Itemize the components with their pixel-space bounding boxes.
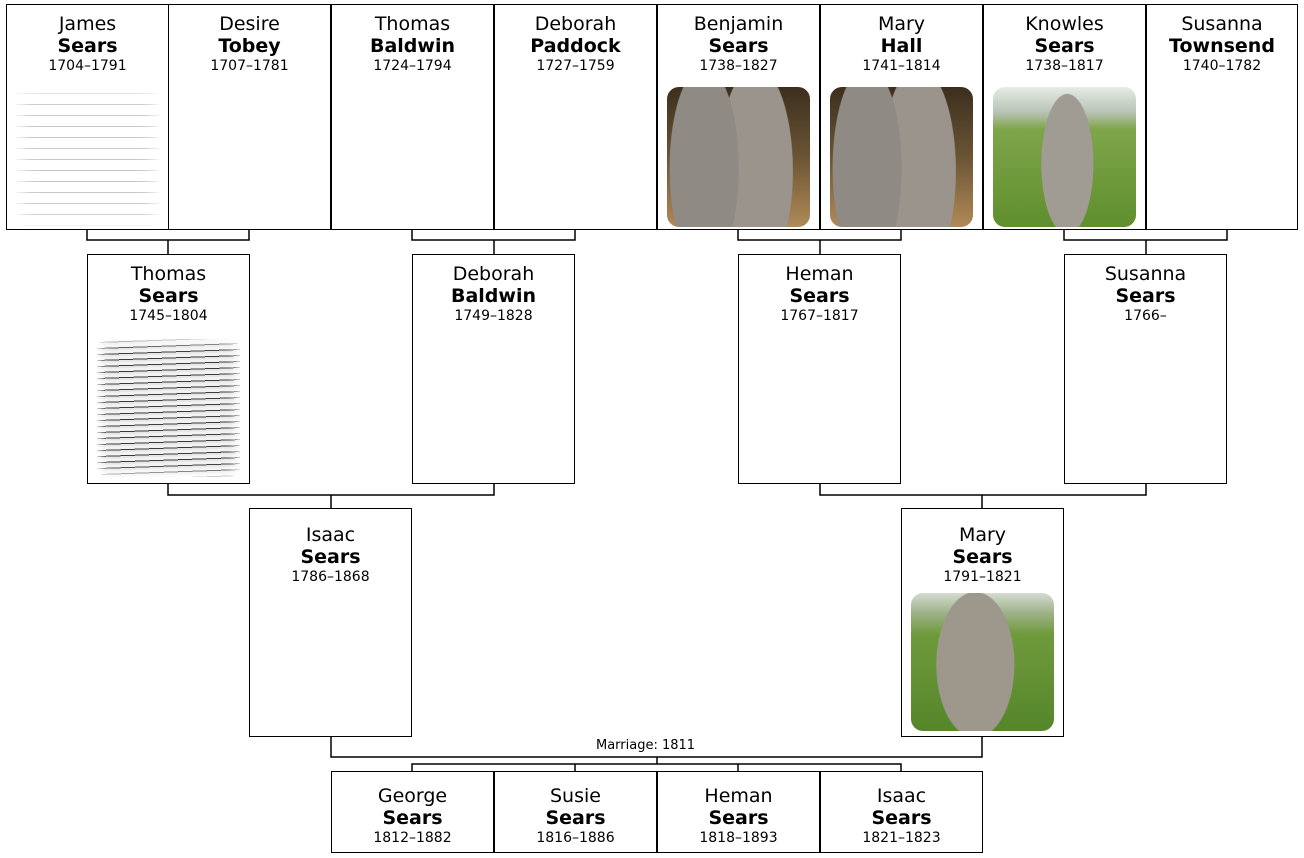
- first-name: Isaac: [305, 524, 356, 546]
- last-name: Sears: [952, 546, 1013, 568]
- last-name: Sears: [57, 35, 118, 57]
- person-card-isaac-sears[interactable]: Isaac Sears 1786–1868: [249, 508, 412, 737]
- life-dates: 1724–1794: [373, 58, 452, 74]
- first-name: Deborah: [534, 13, 617, 35]
- last-name: Tobey: [218, 35, 281, 57]
- first-name: Mary: [958, 524, 1007, 546]
- life-dates: 1791–1821: [943, 569, 1022, 585]
- last-name: Sears: [382, 807, 443, 829]
- last-name: Sears: [1034, 35, 1095, 57]
- last-name: Sears: [708, 807, 769, 829]
- person-card-deborah-paddock[interactable]: Deborah Paddock 1727–1759: [494, 4, 657, 230]
- life-dates: 1749–1828: [454, 308, 533, 324]
- life-dates: 1745–1804: [129, 308, 208, 324]
- first-name: Knowles: [1025, 13, 1104, 35]
- gravestone-photo[interactable]: [830, 87, 973, 227]
- first-name: Benjamin: [693, 13, 784, 35]
- person-card-deborah-baldwin[interactable]: Deborah Baldwin 1749–1828: [412, 254, 575, 484]
- first-name: Deborah: [452, 263, 535, 285]
- handwritten-record-photo[interactable]: [97, 339, 240, 477]
- last-name: Sears: [789, 285, 850, 307]
- life-dates: 1727–1759: [536, 58, 615, 74]
- life-dates: 1821–1823: [862, 830, 941, 846]
- life-dates: 1738–1817: [1025, 58, 1104, 74]
- life-dates: 1740–1782: [1182, 58, 1262, 74]
- last-name: Baldwin: [369, 35, 455, 57]
- last-name: Sears: [300, 546, 361, 568]
- first-name: Susanna: [1104, 263, 1187, 285]
- life-dates: 1707–1781: [210, 58, 289, 74]
- first-name: Susanna: [1181, 13, 1263, 35]
- first-name: James: [58, 13, 117, 35]
- person-card-benjamin-sears[interactable]: Benjamin Sears 1738–1827: [657, 4, 820, 230]
- first-name: Susie: [550, 785, 601, 807]
- last-name: Baldwin: [450, 285, 536, 307]
- first-name: Desire: [219, 13, 280, 35]
- last-name: Townsend: [1169, 35, 1275, 57]
- person-card-susie-sears[interactable]: Susie Sears 1816–1886: [494, 771, 657, 853]
- life-dates: 1812–1882: [373, 830, 452, 846]
- last-name: Hall: [880, 35, 923, 57]
- last-name: Sears: [138, 285, 199, 307]
- life-dates: 1767–1817: [780, 308, 859, 324]
- first-name: Thomas: [130, 263, 207, 285]
- person-card-knowles-sears[interactable]: Knowles Sears 1738–1817: [983, 4, 1146, 230]
- person-card-george-sears[interactable]: George Sears 1812–1882: [331, 771, 494, 853]
- document-photo[interactable]: [16, 87, 159, 227]
- person-card-thomas-baldwin[interactable]: Thomas Baldwin 1724–1794: [331, 4, 494, 230]
- person-card-james-sears[interactable]: James Sears 1704–1791: [6, 4, 169, 230]
- gravestone-photo[interactable]: [993, 87, 1136, 227]
- life-dates: 1818–1893: [699, 830, 778, 846]
- last-name: Sears: [708, 35, 769, 57]
- last-name: Sears: [1115, 285, 1176, 307]
- person-card-susanna-townsend[interactable]: Susanna Townsend 1740–1782: [1146, 4, 1298, 230]
- person-card-desire-tobey[interactable]: Desire Tobey 1707–1781: [168, 4, 331, 230]
- life-dates: 1704–1791: [48, 58, 127, 74]
- person-card-thomas-sears[interactable]: Thomas Sears 1745–1804: [87, 254, 250, 484]
- first-name: Thomas: [374, 13, 451, 35]
- first-name: George: [377, 785, 448, 807]
- person-card-isaac-sears-child[interactable]: Isaac Sears 1821–1823: [820, 771, 983, 853]
- life-dates: 1738–1827: [699, 58, 778, 74]
- life-dates: 1816–1886: [536, 830, 615, 846]
- marriage-label: Marriage: 1811: [595, 738, 697, 753]
- first-name: Heman: [785, 263, 854, 285]
- person-card-mary-sears[interactable]: Mary Sears 1791–1821: [901, 508, 1064, 737]
- person-card-heman-sears-child[interactable]: Heman Sears 1818–1893: [657, 771, 820, 853]
- gravestone-photo[interactable]: [667, 87, 810, 227]
- person-card-susanna-sears[interactable]: Susanna Sears 1766–: [1064, 254, 1227, 484]
- last-name: Sears: [545, 807, 606, 829]
- life-dates: 1786–1868: [291, 569, 370, 585]
- life-dates: 1766–: [1124, 308, 1167, 324]
- person-card-heman-sears[interactable]: Heman Sears 1767–1817: [738, 254, 901, 484]
- first-name: Isaac: [876, 785, 927, 807]
- person-card-mary-hall[interactable]: Mary Hall 1741–1814: [820, 4, 983, 230]
- last-name: Sears: [871, 807, 932, 829]
- life-dates: 1741–1814: [862, 58, 941, 74]
- gravestone-photo[interactable]: [911, 593, 1054, 731]
- last-name: Paddock: [530, 35, 621, 57]
- first-name: Mary: [877, 13, 926, 35]
- first-name: Heman: [704, 785, 773, 807]
